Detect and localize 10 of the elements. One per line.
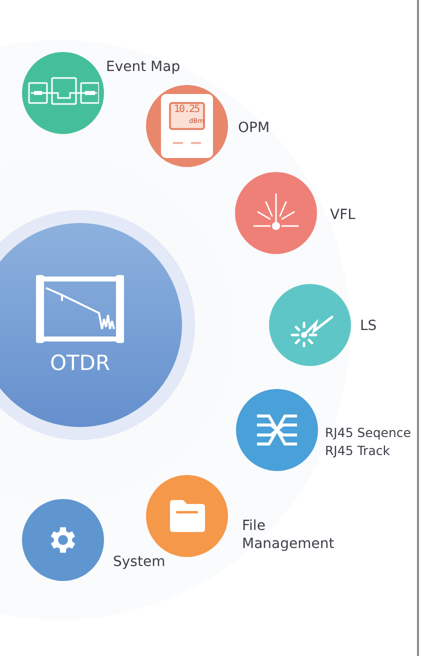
feature-label: File Management <box>242 517 336 554</box>
feature-label: RJ45 Seqence <box>325 425 411 442</box>
feature-label: VFL <box>330 206 356 224</box>
feature-label: LS <box>360 317 377 336</box>
feature-label: RJ45 Track <box>325 443 390 460</box>
feature-label: Event Map <box>106 58 180 76</box>
feature-label: OPM <box>238 119 270 138</box>
meter-reading: 10.25 <box>174 105 200 115</box>
feature-label: System <box>113 553 166 572</box>
node-title: OTDR <box>50 351 110 375</box>
